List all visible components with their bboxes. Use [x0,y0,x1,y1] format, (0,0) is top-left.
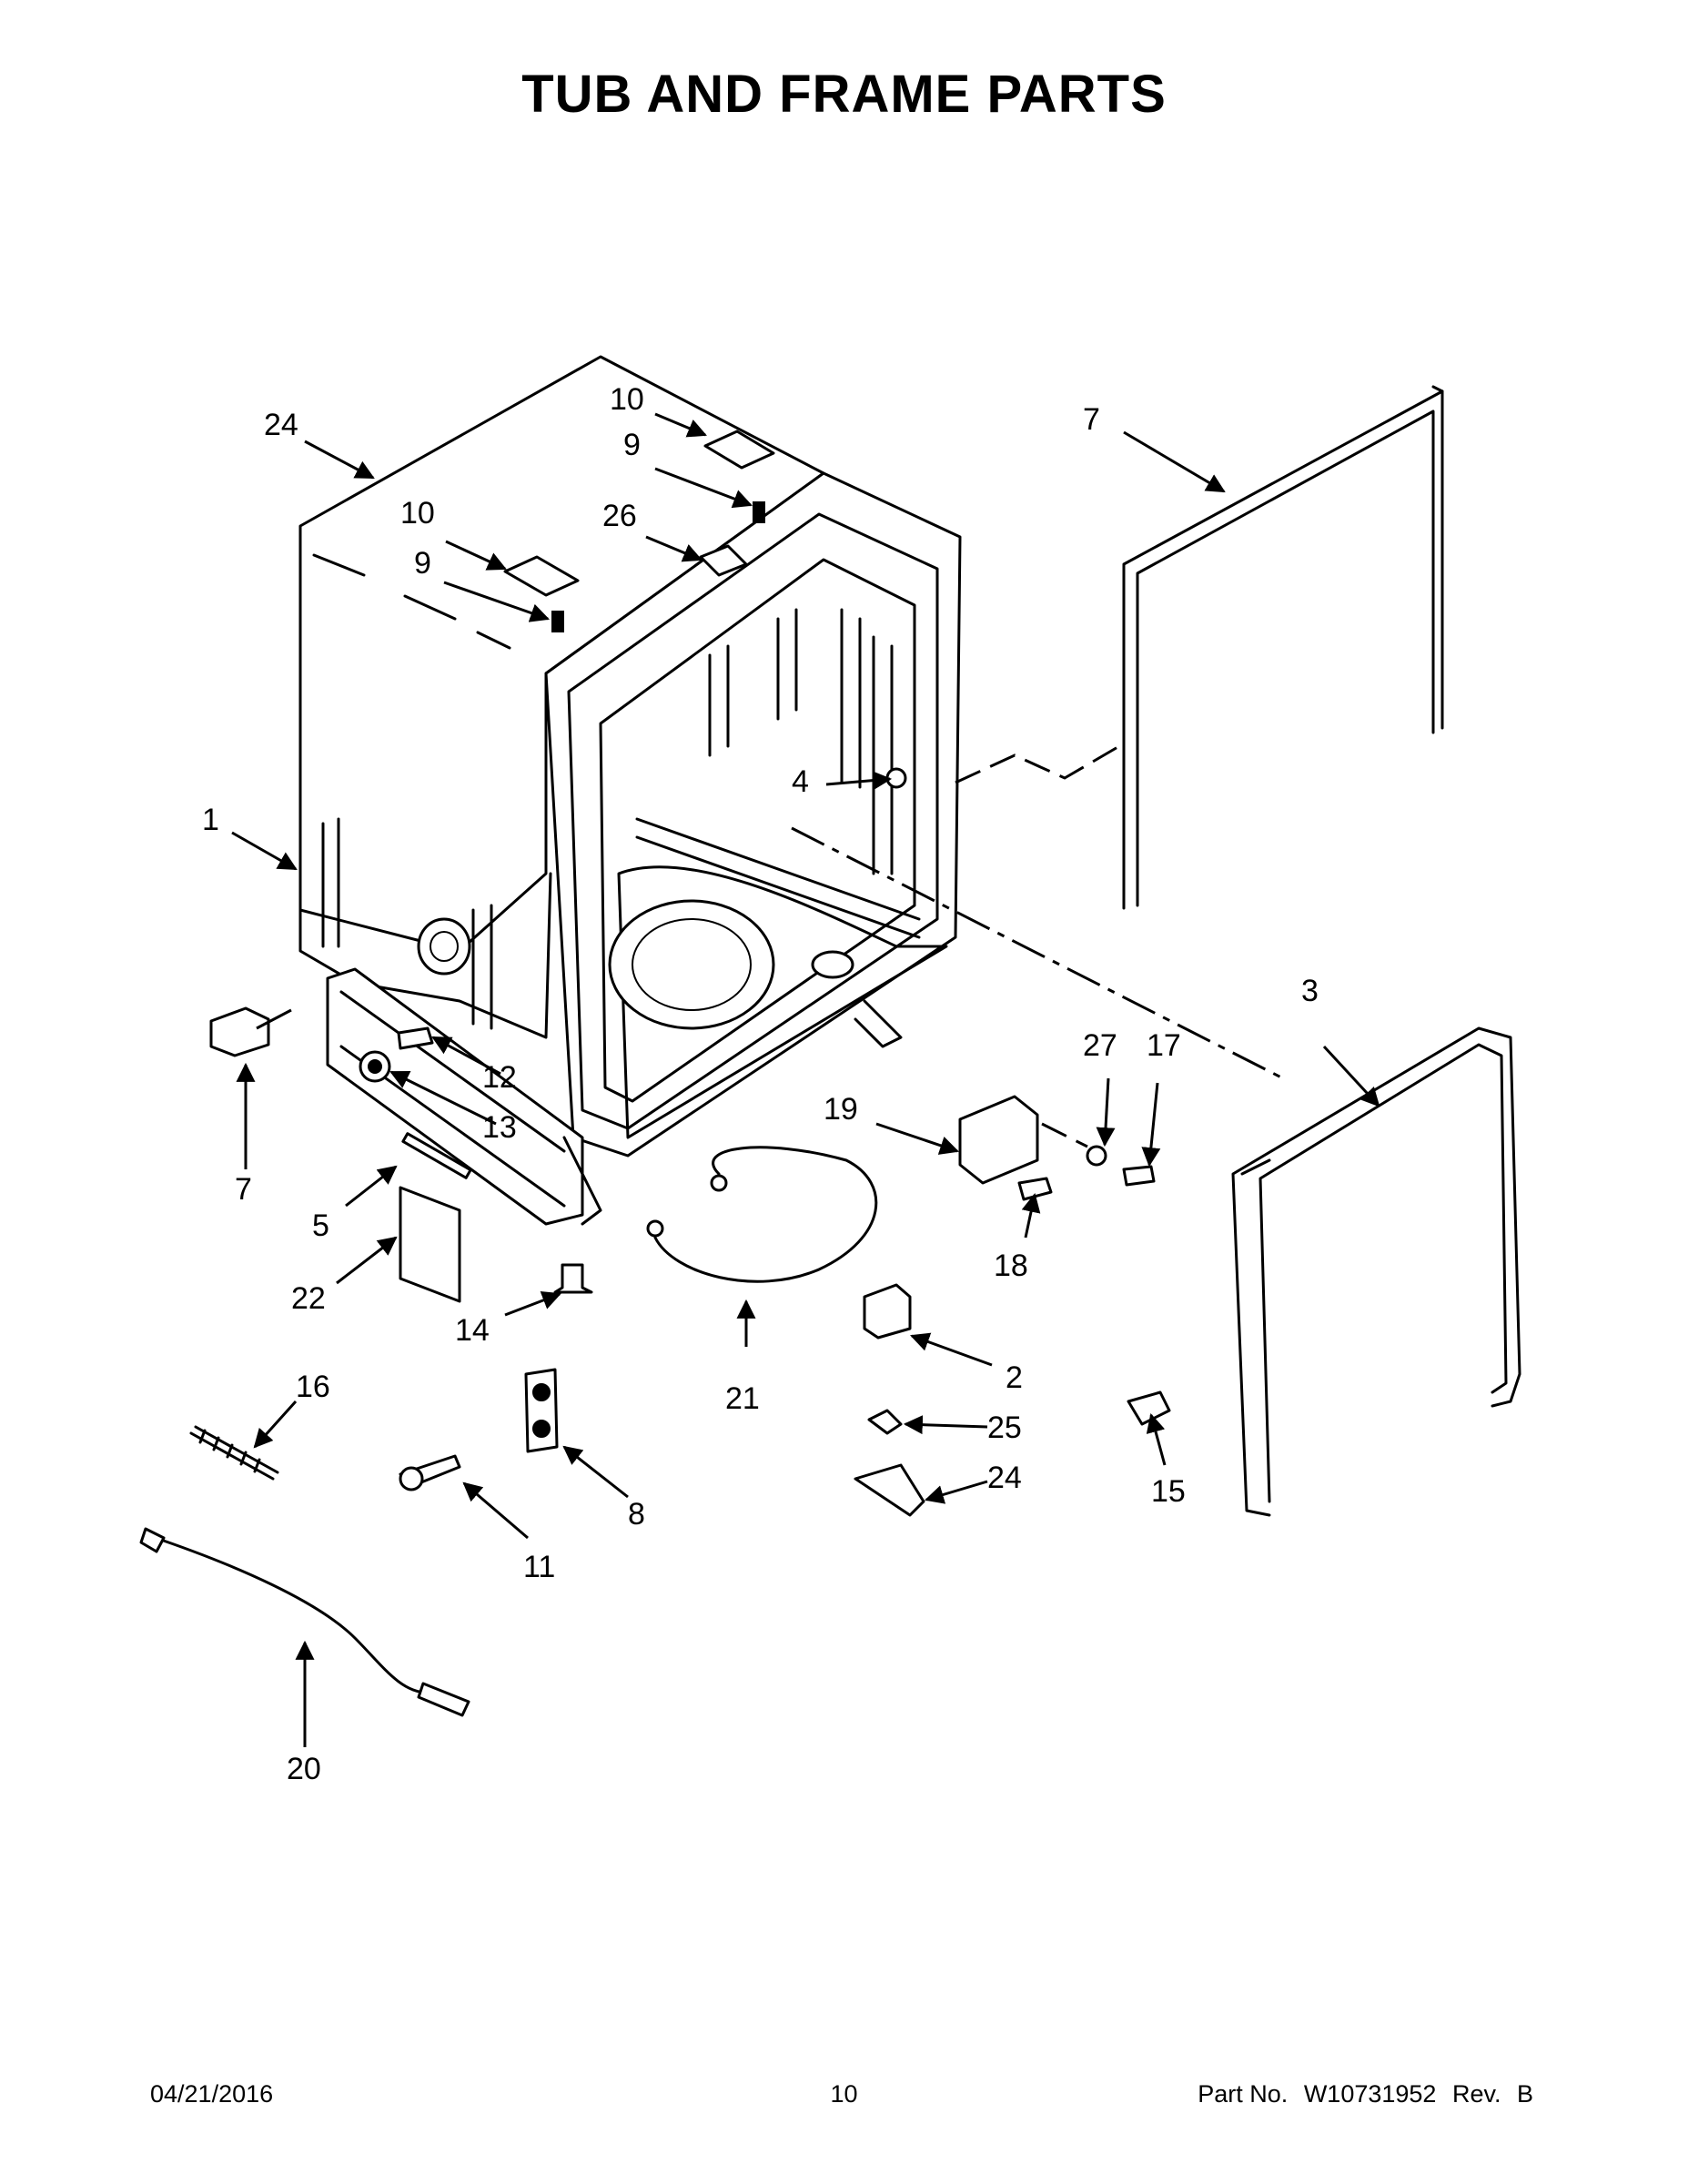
door-seal-3 [1231,1026,1521,1517]
part-21-hose [653,1146,878,1283]
callout-15: 15 [1151,1474,1186,1509]
callout-22: 22 [291,1281,326,1316]
part-27-washer [1086,1145,1107,1167]
page-title: TUB AND FRAME PARTS [521,65,1167,124]
part-22-label [399,1186,461,1303]
callout-10: 10 [400,496,435,531]
callout-9-top: 9 [623,428,641,462]
callout-10-top: 10 [610,382,644,417]
part-number-value: W10731952 [1303,2080,1437,2108]
callout-1: 1 [202,803,219,837]
footer-page-number: 10 [830,2080,858,2108]
part-14-foot [553,1263,593,1294]
base-frame [326,967,903,1226]
part-17-screw [1122,1165,1156,1187]
part-25-clip [867,1409,903,1435]
callout-17: 17 [1147,1028,1181,1063]
callout-19: 19 [824,1092,858,1127]
door-gasket-6 [1122,385,1444,910]
callout-9: 9 [414,546,431,581]
part-15-clip [1127,1390,1171,1426]
part-24-bracket [854,1463,925,1517]
part-19-bracket [958,1095,1039,1185]
callout-26: 26 [602,499,637,533]
callout-4: 4 [792,764,809,799]
callout-13: 13 [482,1110,517,1145]
footer-date: 04/21/2016 [150,2080,274,2108]
callout-16: 16 [296,1370,330,1404]
callout-27: 27 [1083,1028,1117,1063]
callout-8: 8 [628,1497,645,1532]
tub-assembly [298,355,962,1158]
footer-part-info: Part No. W10731952 Rev. B [1188,2080,1533,2108]
part-16-spring [189,1425,279,1481]
callout-6: 7 [1083,402,1100,437]
callout-12: 12 [482,1060,517,1095]
callout-2: 2 [1006,1360,1023,1395]
callout-3: 3 [1301,974,1319,1008]
callout-11: 11 [523,1550,555,1584]
part-7-clip [209,1006,270,1057]
callout-21: 21 [725,1381,760,1416]
callout-23: 24 [264,408,298,442]
callout-7: 7 [235,1172,252,1207]
part-20-cable [148,1534,430,1694]
callout-5: 5 [312,1208,329,1243]
callout-25: 25 [987,1410,1022,1445]
callout-24: 24 [987,1461,1022,1495]
callout-14: 14 [455,1313,490,1348]
part-8-grommet [524,1368,559,1453]
leader-arrows [231,412,1380,1747]
callout-18: 18 [994,1249,1028,1283]
part-2-switch [863,1283,912,1340]
part-number-label: Part No. [1198,2080,1289,2108]
revision-value: B [1516,2080,1533,2108]
callout-20: 20 [287,1752,321,1786]
revision-label: Rev. [1451,2080,1501,2108]
callout-labels: 24 10 9 10 9 26 7 4 1 3 27 17 12 13 19 7… [202,382,1319,1786]
